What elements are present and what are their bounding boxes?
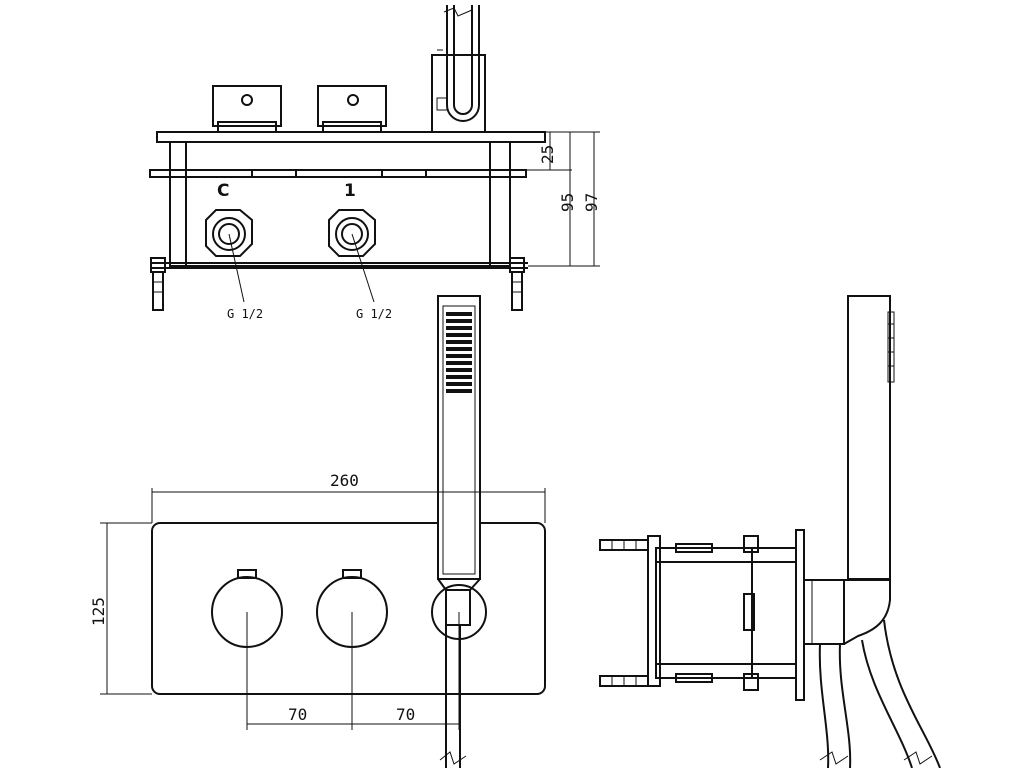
handshower-side	[847, 295, 891, 580]
nozzle-slot	[446, 340, 472, 344]
nozzle-grille	[446, 312, 472, 393]
nozzle-slot	[446, 312, 472, 316]
top-view: C 1 G 1/2 G 1/2 25 95	[149, 5, 601, 321]
leg-right	[509, 257, 525, 311]
side-leg-top	[599, 539, 649, 551]
port-label-left: C	[217, 181, 229, 201]
port-right	[328, 209, 376, 257]
dim-spacing-right: 70	[396, 705, 415, 724]
nozzle-slot	[446, 389, 472, 393]
nozzle-slot	[446, 382, 472, 386]
side-view	[599, 295, 941, 768]
thread-label-left: G 1/2	[227, 307, 263, 321]
handshower-front	[437, 295, 481, 580]
dim-height: 125	[89, 597, 108, 626]
side-leg-bottom	[599, 675, 649, 687]
knob-top-left	[212, 85, 282, 127]
front-view: 260 125 70 70	[89, 295, 546, 768]
port-left	[205, 209, 253, 257]
nozzle-slot	[446, 354, 472, 358]
leg-left	[150, 257, 166, 311]
dim-depth-body: 95	[558, 193, 577, 212]
top-bracket	[149, 169, 527, 178]
dim-spacing-left: 70	[288, 705, 307, 724]
dim-depth-total: 97	[582, 193, 601, 212]
side-body	[655, 547, 797, 679]
side-plate	[795, 529, 805, 701]
nozzle-slot	[446, 375, 472, 379]
nozzle-slot	[446, 333, 472, 337]
thread-label-right: G 1/2	[356, 307, 392, 321]
dim-width: 260	[330, 471, 359, 490]
nozzle-slot	[446, 347, 472, 351]
nozzle-slot	[446, 326, 472, 330]
nozzle-slot	[446, 368, 472, 372]
nozzle-slot	[446, 361, 472, 365]
top-plate	[156, 131, 546, 143]
holder-top	[431, 54, 486, 133]
front-plate	[151, 522, 546, 695]
top-dimensions: 25 95 97	[510, 131, 601, 267]
knob-top-right	[317, 85, 387, 127]
dim-depth-front: 25	[538, 145, 557, 164]
top-body	[169, 141, 511, 267]
nozzle-slot	[446, 319, 472, 323]
holder-side	[803, 579, 845, 645]
port-label-right: 1	[344, 181, 356, 201]
